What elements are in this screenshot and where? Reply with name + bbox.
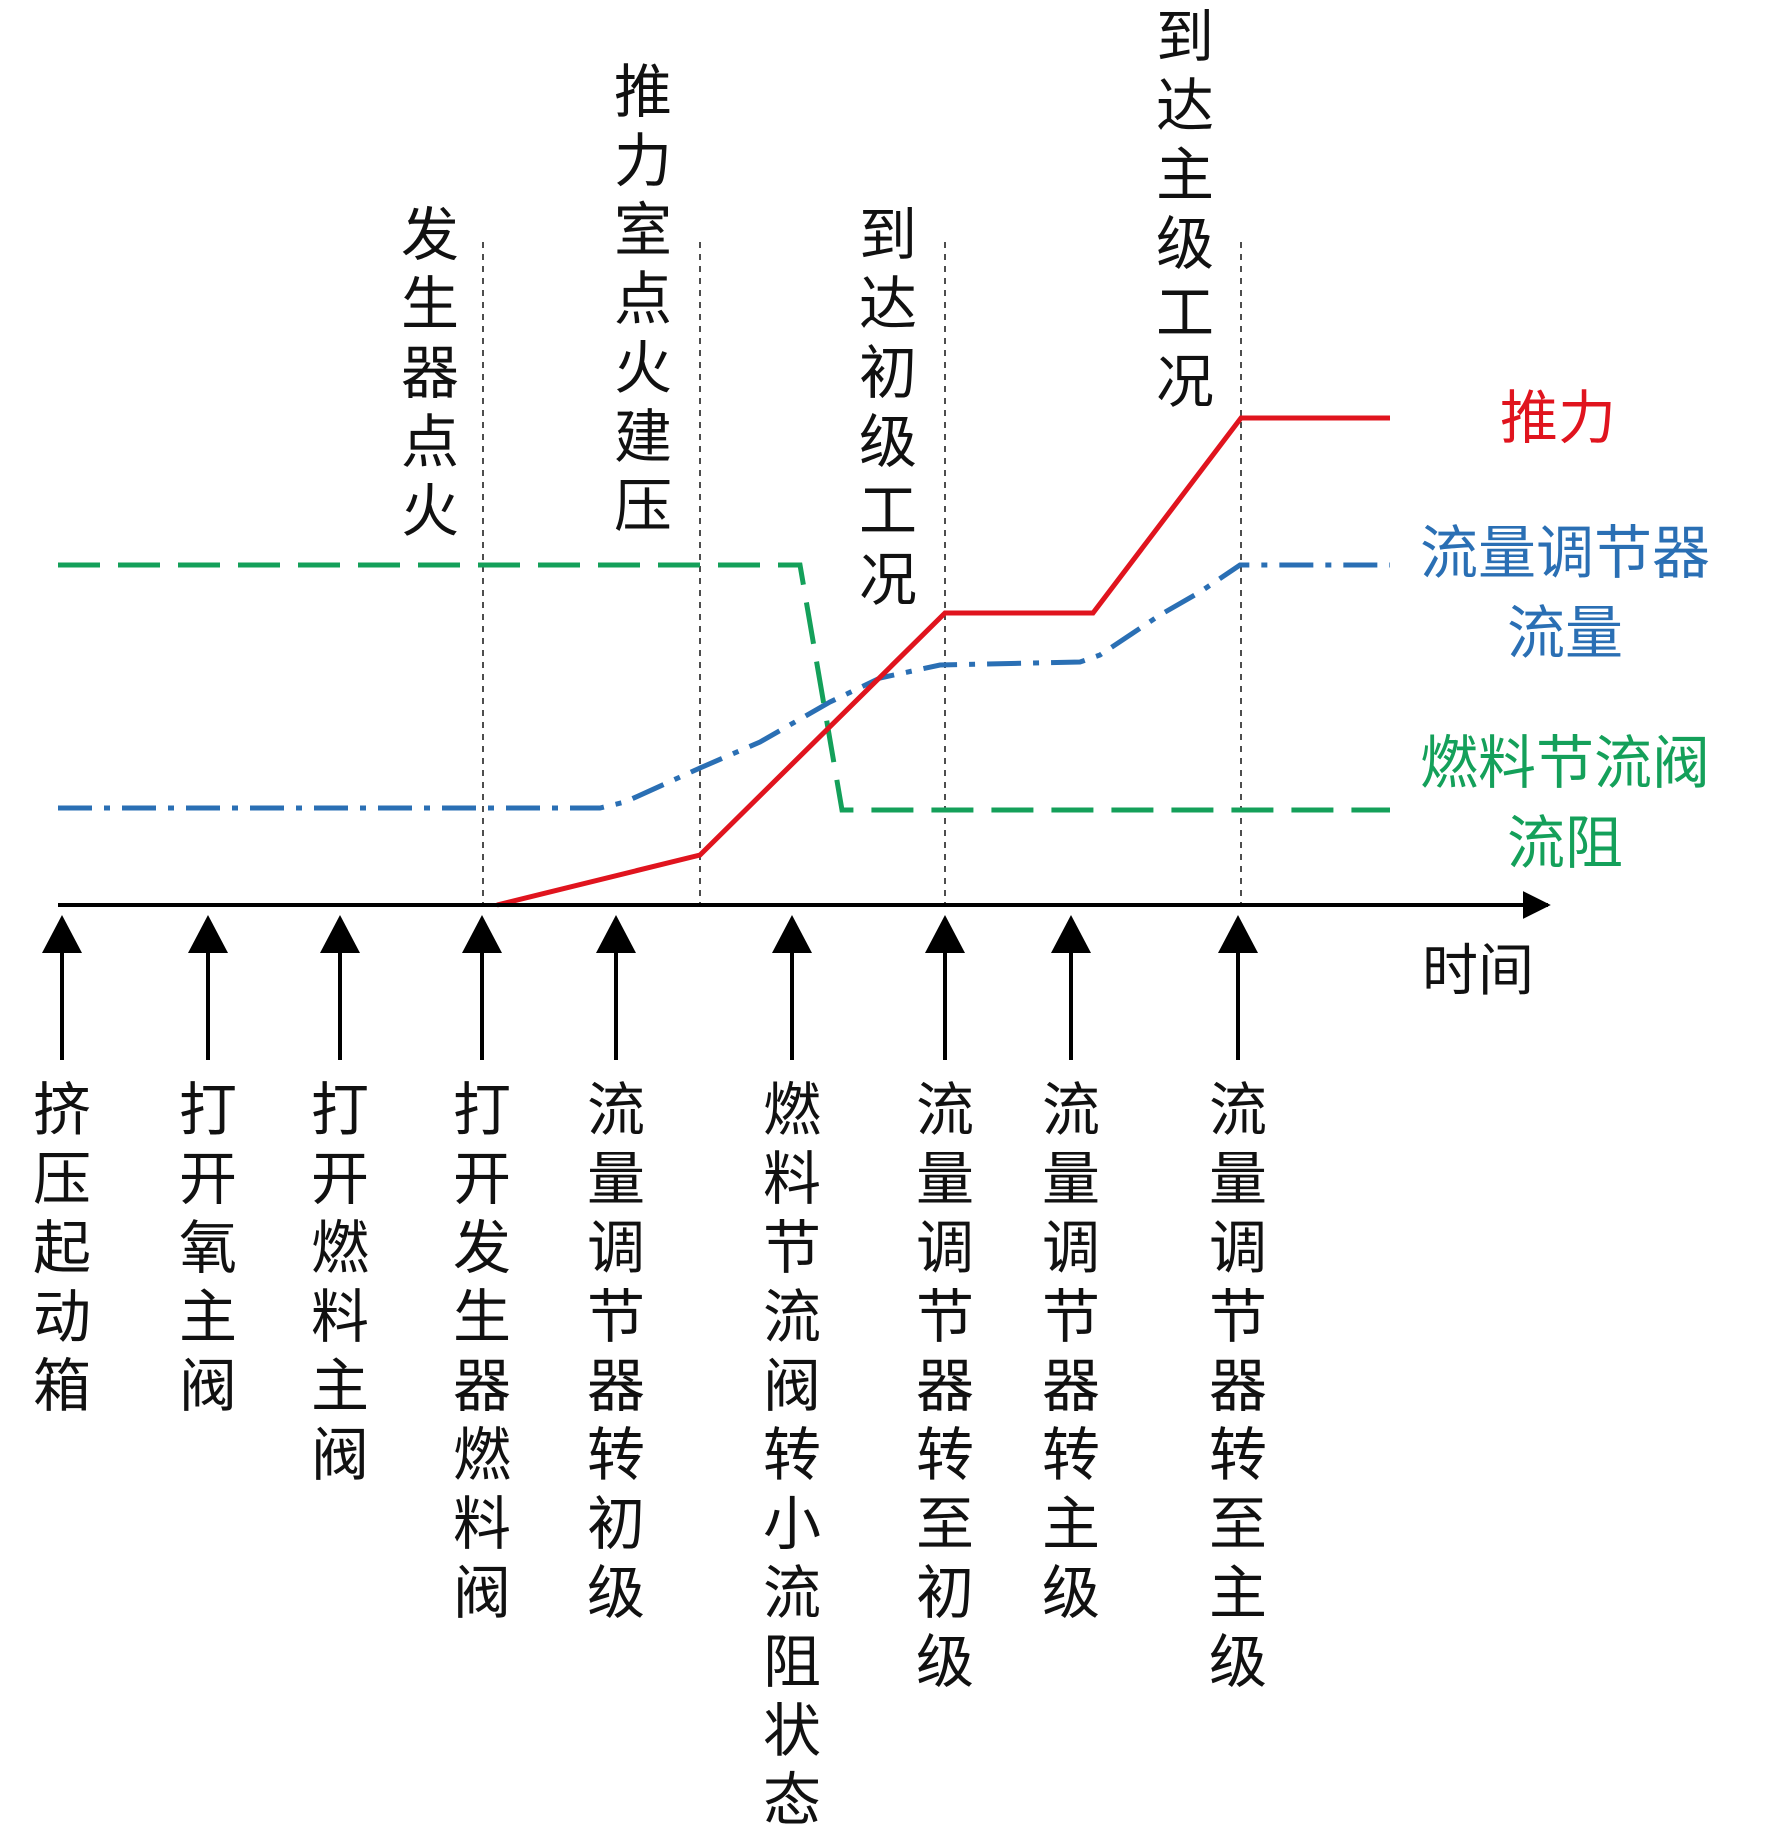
time-axis-label: 时间 bbox=[1422, 939, 1534, 1004]
phase-label-primary-reached: 到达初级工况 bbox=[859, 201, 917, 614]
phase-label-chamber-ignition: 推力室点火建压 bbox=[614, 58, 672, 540]
event-arrow-head bbox=[1218, 915, 1258, 953]
event-label-1: 挤压起动箱 bbox=[33, 1076, 91, 1420]
event-arrow-head bbox=[462, 915, 502, 953]
legend-flow-label-line1: 流量调节器 bbox=[1420, 519, 1710, 587]
event-arrow-head bbox=[596, 915, 636, 953]
phase-marker-labels: 发生器点火 推力室点火建压 到达初级工况 到达主级工况 bbox=[401, 3, 1214, 614]
event-arrow-head bbox=[42, 915, 82, 953]
phase-label-gen-ignition: 发生器点火 bbox=[401, 201, 459, 545]
event-arrow-head bbox=[188, 915, 228, 953]
event-arrow-head bbox=[1051, 915, 1091, 953]
event-label-3: 打开燃料主阀 bbox=[311, 1076, 369, 1489]
legend-valve-label-line2: 流阻 bbox=[1507, 809, 1623, 877]
event-arrow-head bbox=[320, 915, 360, 953]
event-label-6: 燃料节流阀转小流阻状态 bbox=[763, 1076, 821, 1834]
event-labels: 挤压起动箱 打开氧主阀 打开燃料主阀 打开发生器燃料阀 流量调节器转初级 燃料节流阀转小流… bbox=[33, 1076, 1267, 1834]
event-label-9: 流量调节器转至主级 bbox=[1209, 1076, 1267, 1696]
valve-resistance-curve bbox=[58, 562, 1390, 813]
phase-label-main-reached: 到达主级工况 bbox=[1156, 3, 1214, 416]
flow-curve bbox=[58, 562, 1390, 811]
legend-valve-label-line1: 燃料节流阀 bbox=[1420, 729, 1710, 797]
event-label-5: 流量调节器转初级 bbox=[587, 1076, 645, 1627]
event-label-4: 打开发生器燃料阀 bbox=[453, 1076, 511, 1627]
event-label-2: 打开氧主阀 bbox=[179, 1076, 237, 1420]
event-label-8: 流量调节器转主级 bbox=[1042, 1076, 1100, 1627]
event-arrow-head bbox=[925, 915, 965, 953]
event-arrows bbox=[42, 915, 1258, 1060]
event-arrow-head bbox=[772, 915, 812, 953]
legend-thrust-label: 推力 bbox=[1500, 384, 1616, 452]
thrust-curve bbox=[496, 415, 1390, 908]
legend-flow-label-line2: 流量 bbox=[1507, 599, 1623, 667]
event-label-7: 流量调节器转至初级 bbox=[916, 1076, 974, 1696]
